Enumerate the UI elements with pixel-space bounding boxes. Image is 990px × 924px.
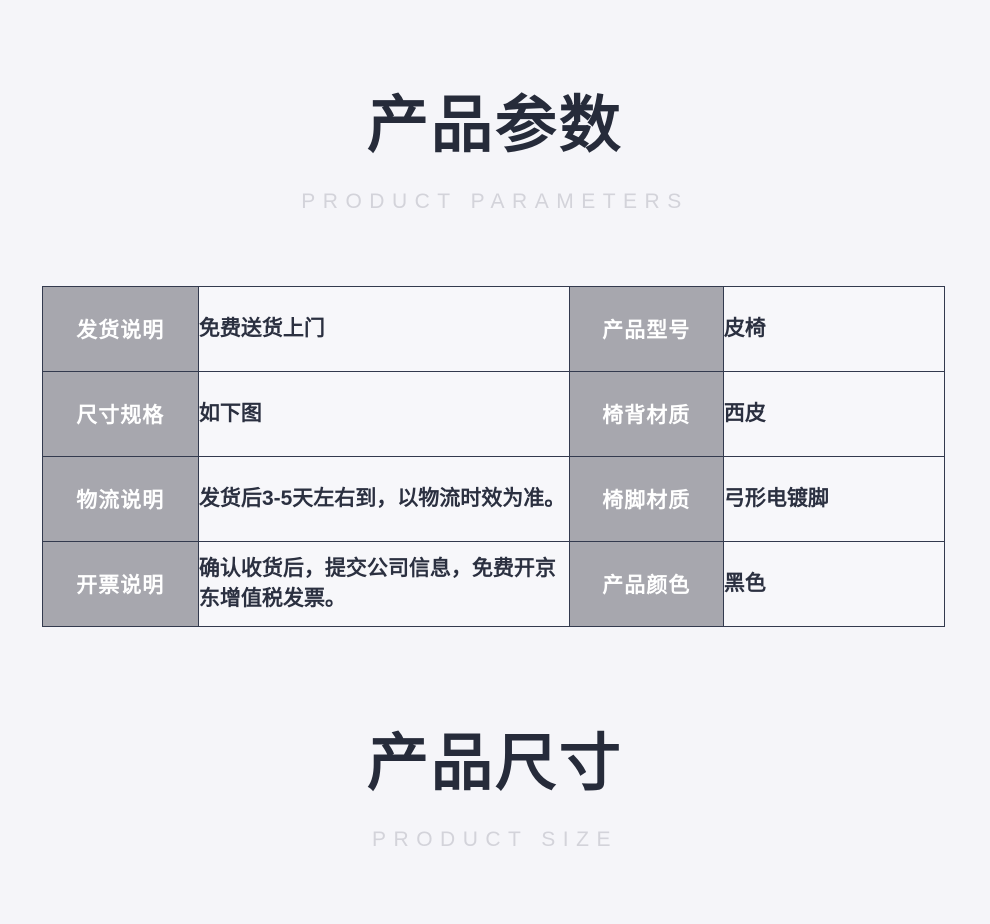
table-row: 发货说明 免费送货上门 产品型号 皮椅 (42, 286, 945, 372)
page-title-parameters: 产品参数 (366, 91, 623, 160)
param-value-cell: 确认收货后，提交公司信息，免费开京东增值税发票。 (198, 541, 570, 627)
section-header-parameters: 产品参数 PRODUCT PARAMETERS (0, 95, 990, 214)
page-subtitle-parameters: PRODUCT PARAMETERS (301, 190, 689, 213)
table-row: 开票说明 确认收货后，提交公司信息，免费开京东增值税发票。 产品颜色 黑色 (42, 541, 945, 627)
param-value-cell: 黑色 (723, 541, 945, 627)
param-value-cell: 皮椅 (723, 286, 945, 372)
param-label-cell: 椅脚材质 (569, 456, 724, 542)
param-label-cell: 椅背材质 (569, 371, 724, 457)
product-parameters-table-wrapper: 发货说明 免费送货上门 产品型号 皮椅 尺寸规格 如下图 椅背材质 西皮 物流说… (42, 286, 945, 627)
param-value-cell: 弓形电镀脚 (723, 456, 945, 542)
param-label-cell: 开票说明 (42, 541, 199, 627)
page-title-size: 产品尺寸 (366, 729, 623, 798)
page-subtitle-size: PRODUCT SIZE (372, 828, 618, 851)
section-header-size: 产品尺寸 PRODUCT SIZE (0, 733, 990, 852)
param-value-cell: 发货后3-5天左右到，以物流时效为准。 (198, 456, 570, 542)
param-label-cell: 发货说明 (42, 286, 199, 372)
param-label-cell: 产品颜色 (569, 541, 724, 627)
param-value-cell: 免费送货上门 (198, 286, 570, 372)
table-row: 物流说明 发货后3-5天左右到，以物流时效为准。 椅脚材质 弓形电镀脚 (42, 456, 945, 542)
product-parameters-table: 发货说明 免费送货上门 产品型号 皮椅 尺寸规格 如下图 椅背材质 西皮 物流说… (42, 286, 945, 627)
table-row: 尺寸规格 如下图 椅背材质 西皮 (42, 371, 945, 457)
param-value-cell: 如下图 (198, 371, 570, 457)
param-label-cell: 产品型号 (569, 286, 724, 372)
param-value-cell: 西皮 (723, 371, 945, 457)
param-label-cell: 物流说明 (42, 456, 199, 542)
param-label-cell: 尺寸规格 (42, 371, 199, 457)
